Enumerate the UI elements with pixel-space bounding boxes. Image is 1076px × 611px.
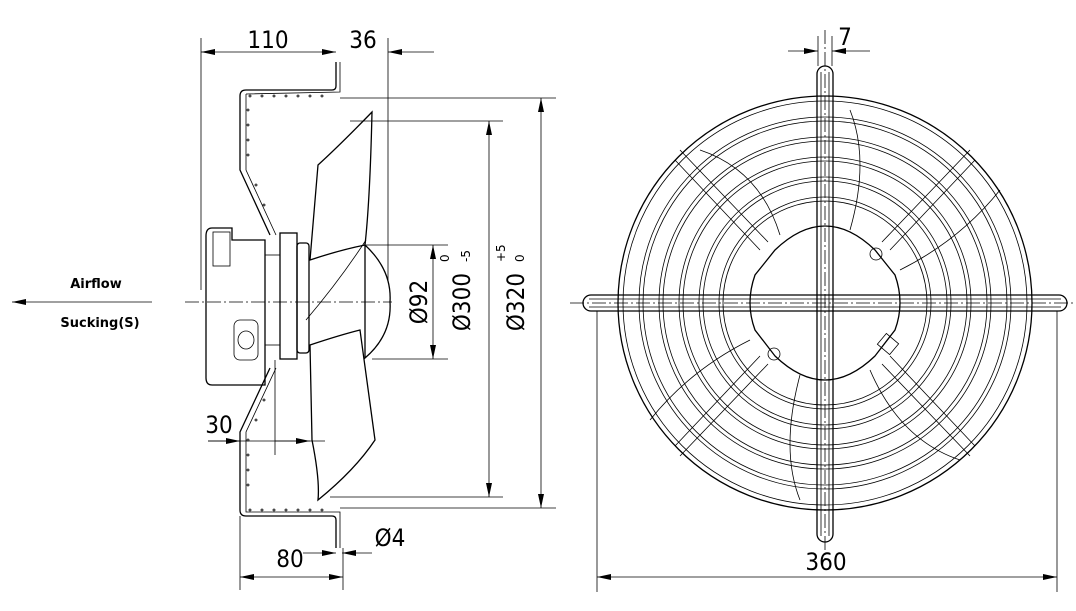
front-view: 7 360 [570,23,1075,592]
support-struts [674,149,976,457]
airflow-label: Airflow [70,277,122,292]
fan-blades-behind [649,109,1001,501]
fan-blade [309,110,373,261]
motor-opening [749,225,901,381]
screw-icon [869,247,883,261]
dim-blade-diameter: Ø300 [448,273,476,331]
blade-tol-upper: 0 [438,254,452,262]
dim-wire-diameter: Ø4 [375,524,406,552]
ring-tol-upper: +5 [494,244,508,262]
dim-depth-front: 36 [349,26,376,54]
ring-tol-lower: 0 [513,254,527,262]
side-view: 110 36 Ø92 Ø300 0 -5 Ø320 +5 0 30 80 Ø4 [185,26,556,590]
cable-gland [233,319,259,361]
hub-plate [296,242,310,354]
blade-tol-lower: -5 [459,250,473,262]
terminal-box [205,227,266,386]
vertical-bar [816,65,834,543]
motor [279,232,298,360]
dim-ring-diameter: Ø320 [502,273,530,331]
airflow-mode-label: Sucking(S) [60,316,139,331]
dim-hub-diameter: Ø92 [405,280,433,324]
dim-blade-offset: 30 [205,411,232,439]
dim-overall-width: 360 [805,548,846,576]
horizontal-bar [582,294,1068,312]
screw-icon [767,347,781,361]
dim-bar-width: 7 [838,23,852,51]
mounting-ring [239,62,337,548]
airflow-indicator: Airflow Sucking(S) [12,277,152,331]
guard-rings [617,95,1033,511]
rotor [364,243,391,360]
dim-depth-total: 110 [247,26,288,54]
fan-blade [309,329,376,502]
dim-ring-depth: 80 [276,545,303,573]
